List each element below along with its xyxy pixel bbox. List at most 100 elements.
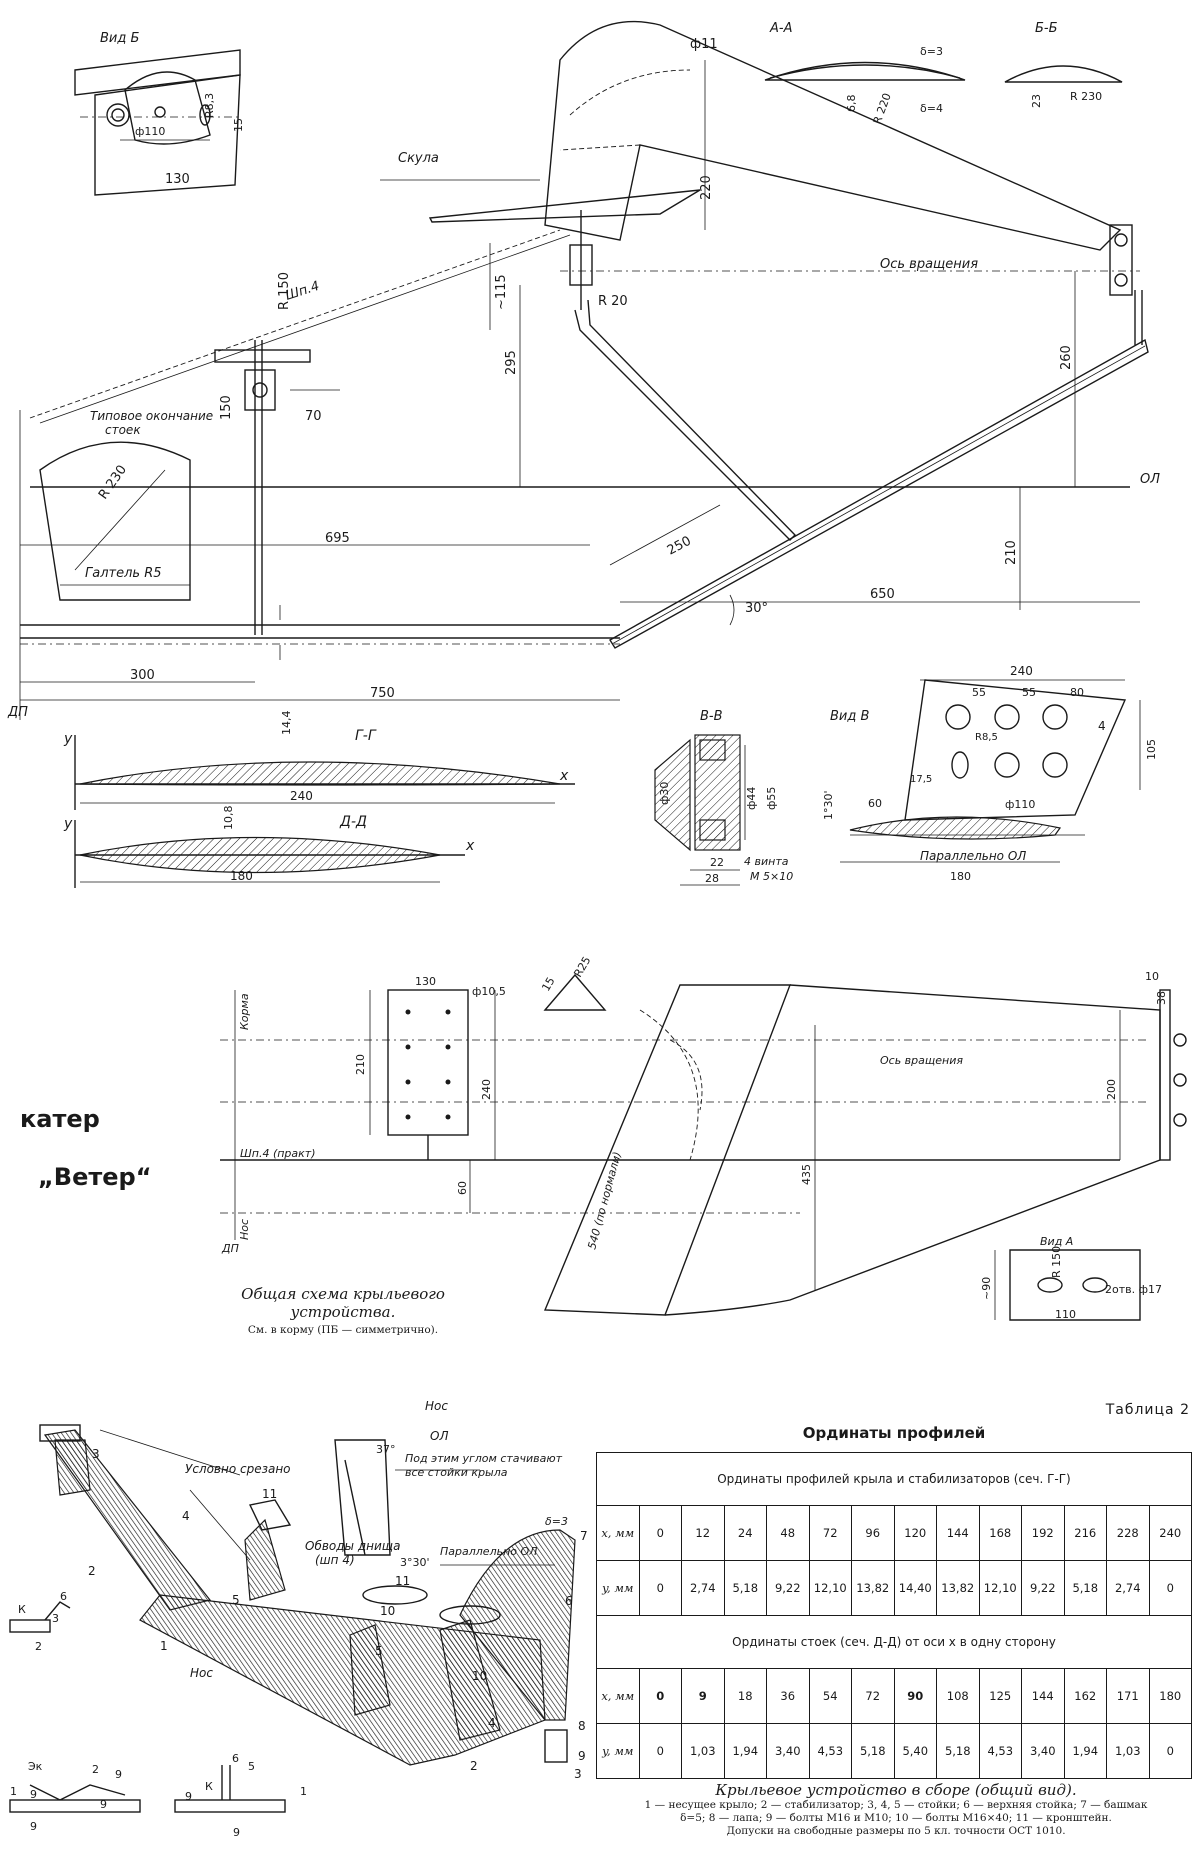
- dim-delta3: δ=3: [920, 45, 943, 58]
- label-dp2: ДП: [221, 1242, 239, 1255]
- table-cell: 13,82: [851, 1560, 895, 1616]
- part-1: 1: [160, 1639, 168, 1653]
- table-cell: 18: [723, 1668, 767, 1724]
- table-cell: 4,53: [808, 1723, 852, 1779]
- table-cell: 125: [978, 1668, 1022, 1724]
- svg-text:6: 6: [232, 1752, 239, 1765]
- section-aa: А-А δ=3 δ=4 R 220 6,8: [764, 21, 966, 126]
- label-gg-y: y: [63, 731, 73, 747]
- table-cell: 1,94: [1063, 1723, 1107, 1779]
- dim-28: 28: [705, 872, 719, 885]
- part-3: 3: [92, 1447, 100, 1461]
- table-cell: 0: [1148, 1723, 1192, 1779]
- table-section-title: Ординаты профилей крыла и стабилизаторов…: [596, 1452, 1192, 1506]
- svg-text:1: 1: [300, 1785, 307, 1798]
- table-cell: 192: [1021, 1505, 1065, 1561]
- label-parallel: Параллельно ОЛ: [920, 849, 1026, 863]
- part-4b: 4: [488, 1716, 496, 1730]
- table-cell: 144: [936, 1505, 980, 1561]
- boat-title: катер „Ветер“: [20, 1105, 210, 1221]
- table-cell: 168: [978, 1505, 1022, 1561]
- section-dd: y x Д-Д 180 10,8: [63, 806, 475, 888]
- dim-115: ~115: [494, 274, 509, 310]
- label-delta3: δ=3: [545, 1515, 568, 1528]
- table-cell: 36: [766, 1668, 810, 1724]
- table-row-header: x, мм: [596, 1505, 640, 1561]
- label-tipovoe1: Типовое окончание: [90, 409, 213, 423]
- table-cell: 12,10: [978, 1560, 1022, 1616]
- section-vv: В-В ф44 ф55 ф30 22 28 4 винта М 5×10: [654, 709, 793, 886]
- dim-phi11: ф11: [690, 37, 718, 52]
- dim-r25: R25: [571, 954, 593, 979]
- label-vid-b: Вид Б: [100, 31, 139, 46]
- dim-108: 10,8: [222, 806, 235, 831]
- dim-r230b: R 230: [1070, 90, 1102, 103]
- dim-180: 180: [230, 869, 253, 883]
- dim-r150: R 150: [277, 272, 292, 310]
- section-bb: Б-Б 23 R 230: [1004, 21, 1123, 108]
- label-axis2: Ось вращения: [880, 1054, 963, 1067]
- label-ol-small: ОЛ: [430, 1429, 448, 1443]
- label-ol: ОЛ: [1140, 472, 1160, 487]
- assembly-caption: Крыльевое устройство в сборе (общий вид)…: [598, 1781, 1194, 1838]
- dim-phi55: ф55: [765, 787, 778, 810]
- table-cell: 5,18: [1063, 1560, 1107, 1616]
- assembly-view: [9, 1424, 576, 1813]
- label-ugol2: все стойки крыла: [405, 1466, 508, 1479]
- dim-695: 695: [325, 531, 350, 546]
- caption-title1: Общая схема крыльевого: [241, 1285, 445, 1303]
- label-galtel: Галтель R5: [85, 566, 162, 581]
- table-cell: 96: [851, 1505, 895, 1561]
- table-cell: 0: [638, 1723, 682, 1779]
- dim-phi105: ф10,5: [472, 985, 506, 998]
- weld-labels: К 6 3 2 1 Эк 2 9 9 9 9 5 6 К 9 1 9: [10, 1590, 307, 1839]
- dim-phi110b: ф110: [1005, 798, 1035, 811]
- dim-295: 295: [504, 350, 519, 375]
- part-numbers: 3 2 1 4 5 5 11 11 10 10 4 7 6 8 9 3 2: [88, 1447, 588, 1781]
- table-cell: 108: [936, 1668, 980, 1724]
- label-vid-v: Вид В: [830, 709, 869, 724]
- table-cell: 2,74: [1106, 1560, 1150, 1616]
- dim-phi44: ф44: [745, 787, 758, 810]
- table-cell: 9,22: [766, 1560, 810, 1616]
- part-11b: 11: [395, 1574, 410, 1588]
- caption-note: См. в корму (ПБ — симметрично).: [247, 1324, 439, 1336]
- part-6: 6: [565, 1594, 573, 1608]
- table-cell: 1,03: [1106, 1723, 1150, 1779]
- table-cell: 72: [851, 1668, 895, 1724]
- dim-delta4: δ=4: [920, 102, 943, 115]
- table-cell: 180: [1148, 1668, 1192, 1724]
- table-cell: 90: [893, 1668, 937, 1724]
- general-scheme-caption: Общая схема крыльевого устройства. См. в…: [218, 1285, 468, 1336]
- dim-130: 130: [165, 172, 190, 187]
- label-gg-x: x: [559, 768, 569, 784]
- section-gg: y x Г-Г 240 14,4: [63, 711, 575, 810]
- svg-text:Эк: Эк: [28, 1760, 43, 1773]
- dim-650: 650: [870, 587, 895, 602]
- label-sec-vv: В-В: [700, 709, 723, 724]
- table-cell: 48: [766, 1505, 810, 1561]
- label-uslovno: Условно срезано: [185, 1462, 291, 1476]
- table-title: Ординаты профилей: [802, 1424, 986, 1442]
- dim-250: 250: [665, 534, 694, 559]
- table-cell: 0: [638, 1560, 682, 1616]
- dim-220: 220: [699, 175, 714, 200]
- dim-r150b: R 150: [1050, 1246, 1063, 1278]
- table-cell: 1,94: [723, 1723, 767, 1779]
- label-nos: Нос: [238, 1219, 251, 1240]
- part-4: 4: [182, 1509, 190, 1523]
- dim-15: 15: [232, 118, 245, 132]
- table-cell: 5,18: [936, 1723, 980, 1779]
- dim-750: 750: [370, 686, 395, 701]
- label-dd-x: x: [465, 838, 475, 854]
- svg-text:9: 9: [30, 1820, 37, 1833]
- dim-175: 17,5: [910, 774, 932, 785]
- part-2b: 2: [470, 1759, 478, 1773]
- svg-text:9: 9: [100, 1798, 107, 1811]
- label-tipovoe2: стоек: [105, 423, 141, 437]
- table-cell: 4,53: [978, 1723, 1022, 1779]
- table-cell: 120: [893, 1505, 937, 1561]
